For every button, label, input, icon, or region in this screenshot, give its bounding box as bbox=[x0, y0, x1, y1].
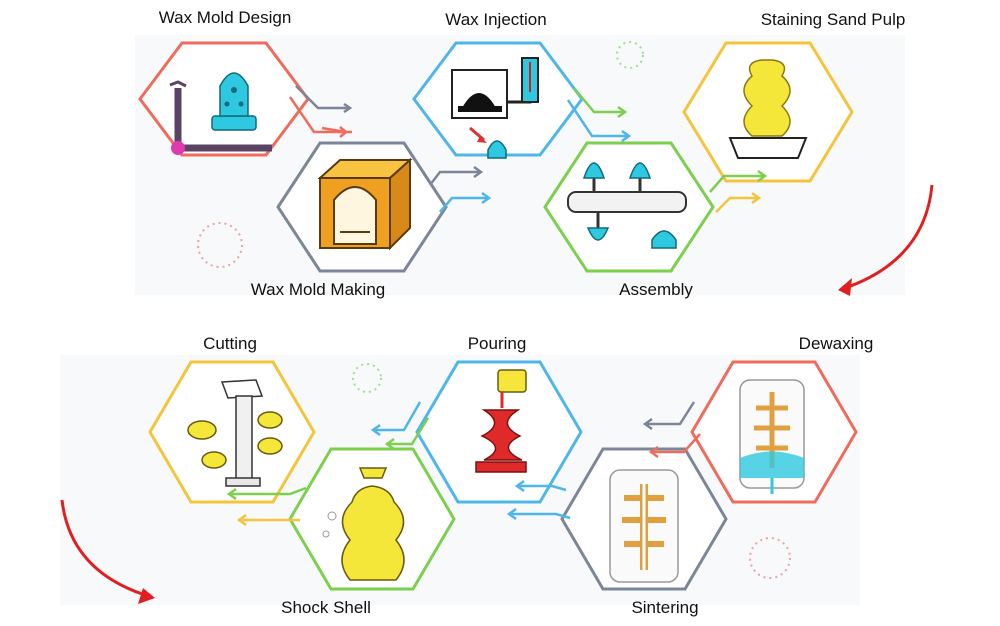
sintering-icon bbox=[609, 469, 679, 583]
wax-injection-icon bbox=[451, 57, 539, 159]
label-wax-mold-making: Wax Mold Making bbox=[250, 280, 386, 299]
label-shock-shell: Shock Shell bbox=[281, 598, 371, 617]
cutting-icon bbox=[187, 379, 283, 487]
connector-shock-to-cutting bbox=[226, 486, 307, 527]
label-staining-sand-pulp: Staining Sand Pulp bbox=[760, 10, 906, 29]
connector-pouring-to-shock bbox=[370, 401, 430, 451]
connector-injection-to-assembly bbox=[566, 87, 632, 143]
label-assembly: Assembly bbox=[619, 280, 693, 299]
hex-cutting bbox=[148, 360, 316, 504]
flow-arrow-left-down bbox=[60, 499, 146, 597]
label-wax-injection: Wax Injection bbox=[445, 10, 547, 29]
flow-arrow-left-head bbox=[138, 588, 155, 604]
decor-dotted-circle bbox=[616, 41, 644, 69]
assembly-icon bbox=[567, 162, 687, 249]
decor-dotted-circle bbox=[352, 363, 382, 393]
label-cutting: Cutting bbox=[203, 334, 257, 353]
pouring-icon bbox=[475, 369, 527, 473]
staining-sand-pulp-icon bbox=[728, 59, 808, 159]
label-sintering: Sintering bbox=[631, 598, 699, 617]
label-dewaxing: Dewaxing bbox=[798, 334, 874, 353]
flow-arrow-right-down bbox=[844, 184, 934, 290]
decor-dotted-circle bbox=[197, 222, 243, 268]
dewaxing-icon bbox=[739, 379, 805, 494]
connector-design-to-injection bbox=[288, 85, 353, 138]
connector-assembly-to-staining bbox=[709, 169, 768, 213]
connector-making-to-injection bbox=[429, 165, 492, 213]
shock-shell-icon bbox=[322, 467, 405, 581]
label-wax-mold-design: Wax Mold Design bbox=[158, 8, 292, 27]
wax-mold-design-icon bbox=[169, 72, 272, 155]
decor-dotted-circle bbox=[749, 537, 791, 579]
connector-sintering-to-pouring bbox=[506, 479, 571, 521]
flow-arrow-right-head bbox=[838, 278, 852, 296]
connector-dewaxing-to-sintering bbox=[642, 401, 701, 459]
label-pouring: Pouring bbox=[467, 334, 527, 353]
wax-mold-making-icon bbox=[317, 157, 413, 251]
